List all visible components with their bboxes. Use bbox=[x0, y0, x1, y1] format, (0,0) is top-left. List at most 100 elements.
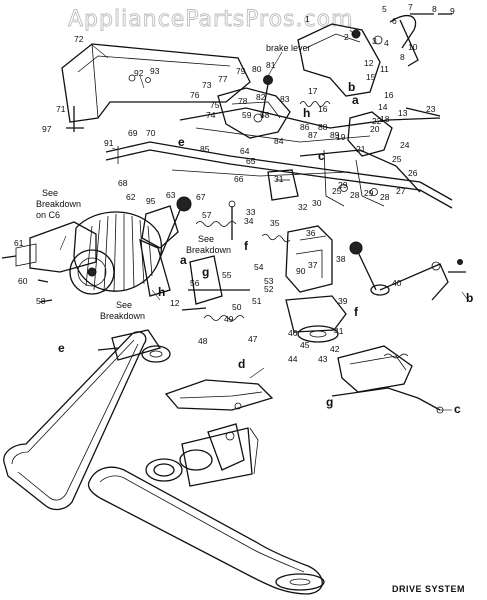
part-number-p41: 41 bbox=[334, 326, 344, 336]
part-number-p91: 91 bbox=[104, 138, 114, 148]
breakdown-note-c6: See Breakdown on C6 bbox=[36, 188, 81, 220]
part-number-p89: 89 bbox=[330, 130, 340, 140]
part-number-p14: 14 bbox=[378, 102, 388, 112]
part-number-p19: 19 bbox=[336, 132, 346, 142]
part-number-p87: 87 bbox=[308, 130, 318, 140]
part-number-p75: 75 bbox=[210, 100, 220, 110]
part-number-p57: 57 bbox=[202, 210, 212, 220]
part-number-p7: 7 bbox=[408, 2, 413, 12]
part-number-p80: 80 bbox=[252, 64, 262, 74]
part-number-p1: 1 bbox=[305, 14, 310, 24]
part-number-p68: 68 bbox=[118, 178, 128, 188]
part-number-p23: 23 bbox=[426, 104, 436, 114]
part-number-p70: 70 bbox=[146, 128, 156, 138]
part-number-p15: 15 bbox=[366, 72, 376, 82]
part-number-p64: 64 bbox=[240, 146, 250, 156]
part-number-p25b: 25 bbox=[332, 186, 342, 196]
note-breakdown_mid_line1: See bbox=[198, 234, 214, 244]
part-number-p43: 43 bbox=[318, 354, 328, 364]
part-number-p92: 92 bbox=[134, 68, 144, 78]
reference-letter-h_top: h bbox=[303, 106, 310, 120]
part-number-p30: 30 bbox=[312, 198, 322, 208]
part-number-p24: 24 bbox=[400, 140, 410, 150]
part-number-p51: 51 bbox=[252, 296, 262, 306]
reference-letters: b a h e c f a g f b h e d g c bbox=[58, 80, 473, 416]
part-number-p76: 76 bbox=[190, 90, 200, 100]
part-number-p10: 10 bbox=[408, 42, 418, 52]
reference-letter-f_right: f bbox=[354, 305, 359, 319]
part-number-p83: 83 bbox=[280, 94, 290, 104]
reference-letter-b_top: b bbox=[348, 80, 355, 94]
part-number-p86: 86 bbox=[300, 122, 310, 132]
part-number-p81: 81 bbox=[266, 60, 276, 70]
reference-letter-g_mid: g bbox=[202, 265, 209, 279]
part-number-p32: 32 bbox=[298, 202, 308, 212]
part-number-p88: 88 bbox=[318, 122, 328, 132]
part-number-p78: 78 bbox=[238, 96, 248, 106]
part-number-p18: 18 bbox=[380, 114, 390, 124]
part-number-p33: 33 bbox=[246, 207, 256, 217]
part-number-p84: 84 bbox=[274, 136, 284, 146]
part-number-p29: 29 bbox=[338, 180, 348, 190]
part-number-p73: 73 bbox=[202, 80, 212, 90]
part-number-p11: 11 bbox=[380, 64, 389, 74]
note-breakdown_mid_line2: Breakdown bbox=[186, 245, 231, 255]
part-number-p79: 79 bbox=[236, 66, 246, 76]
part-number-p35: 35 bbox=[270, 218, 280, 228]
part-number-p42: 42 bbox=[330, 344, 340, 354]
note-breakdown_left_line1: See bbox=[116, 300, 132, 310]
part-number-p63: 63 bbox=[166, 190, 176, 200]
part-number-p39: 39 bbox=[338, 296, 348, 306]
part-number-p17: 17 bbox=[308, 86, 318, 96]
reference-letter-e_left: e bbox=[58, 341, 65, 355]
part-number-p53: 53 bbox=[264, 276, 274, 286]
part-number-p82: 82 bbox=[256, 92, 266, 102]
part-number-p95: 95 bbox=[146, 196, 156, 206]
part-number-p55: 55 bbox=[222, 270, 232, 280]
part-number-p38: 38 bbox=[336, 254, 346, 264]
part-number-p72: 72 bbox=[74, 34, 84, 44]
part-number-p97: 97 bbox=[42, 124, 52, 134]
part-number-p36: 36 bbox=[306, 228, 316, 238]
part-number-p49: 49 bbox=[224, 314, 234, 324]
breakdown-note-left: See Breakdown bbox=[100, 300, 145, 321]
part-number-p21: 21 bbox=[356, 144, 366, 154]
reference-letter-a_top: a bbox=[352, 93, 359, 107]
part-number-p9: 9 bbox=[450, 6, 455, 16]
part-number-p66: 66 bbox=[234, 174, 244, 184]
part-number-p22: 22 bbox=[372, 116, 382, 126]
note-breakdown_left_line2: Breakdown bbox=[100, 311, 145, 321]
part-number-p60: 60 bbox=[18, 276, 28, 286]
part-number-p44: 44 bbox=[288, 354, 298, 364]
reference-letter-d_low: d bbox=[238, 357, 245, 371]
part-number-p47: 47 bbox=[248, 334, 258, 344]
part-number-p46: 46 bbox=[288, 328, 298, 338]
part-number-p12: 12 bbox=[364, 58, 374, 68]
part-number-p65: 65 bbox=[246, 156, 256, 166]
part-number-p71: 71 bbox=[56, 104, 66, 114]
part-number-p25: 25 bbox=[392, 154, 402, 164]
part-number-p90: 90 bbox=[296, 266, 306, 276]
parts-linework bbox=[1, 13, 466, 595]
part-number-p6: 6 bbox=[392, 16, 397, 26]
part-number-p16b: 16 bbox=[318, 104, 328, 114]
brake-lever-note: brake lever bbox=[266, 43, 311, 53]
reference-letter-g_low: g bbox=[326, 395, 333, 409]
reference-letter-h_left: h bbox=[158, 285, 165, 299]
part-number-p61: 61 bbox=[14, 238, 24, 248]
part-number-p40: 40 bbox=[392, 278, 402, 288]
part-number-p48: 48 bbox=[198, 336, 208, 346]
reference-letter-c_low: c bbox=[454, 402, 461, 416]
reference-letter-b_right: b bbox=[466, 291, 473, 305]
part-number-p28: 28 bbox=[350, 190, 360, 200]
part-number-p34: 34 bbox=[244, 216, 254, 226]
part-number-p12b: 12 bbox=[170, 298, 180, 308]
part-number-p74: 74 bbox=[206, 110, 216, 120]
part-number-p77: 77 bbox=[218, 74, 228, 84]
note-breakdown_c6_line1: See bbox=[42, 188, 58, 198]
part-number-p85: 85 bbox=[200, 144, 210, 154]
part-number-p8b: 8 bbox=[400, 52, 405, 62]
part-number-p27: 27 bbox=[396, 186, 406, 196]
part-number-p8: 8 bbox=[432, 4, 437, 14]
